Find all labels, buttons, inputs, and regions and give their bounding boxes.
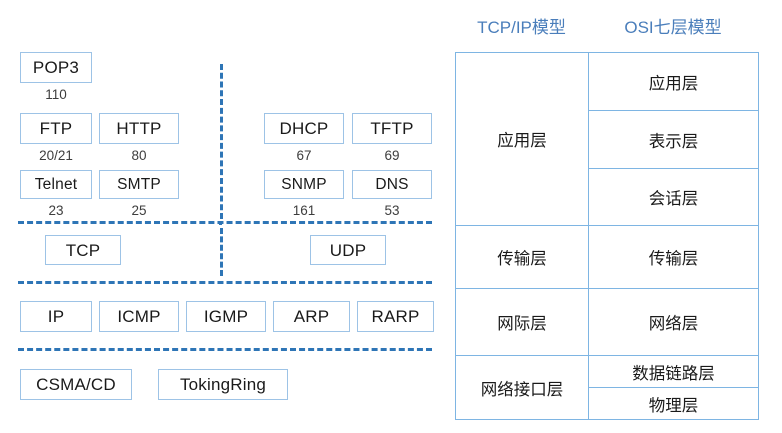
protocol-box-dns: DNS <box>352 170 432 199</box>
model-comparison-table: 应用层 应用层 表示层 会话层 传输层 传输层 网际层 网络层 网络接口层 数据… <box>455 52 759 420</box>
protocol-port-dhcp: 67 <box>296 148 312 163</box>
vertical-divider-lower <box>220 228 223 276</box>
protocol-port-smtp: 25 <box>131 203 147 218</box>
protocol-box-telnet: Telnet <box>20 170 92 199</box>
cell-osi-application: 应用层 <box>588 52 759 111</box>
divider-transport-internet <box>18 281 432 284</box>
cell-tcpip-transport: 传输层 <box>455 225 589 289</box>
protocol-box-arp: ARP <box>273 301 350 332</box>
protocol-box-snmp: SNMP <box>264 170 344 199</box>
table-row: 物理层 <box>456 387 759 420</box>
cell-osi-presentation: 表示层 <box>588 110 759 169</box>
table-row: 会话层 <box>456 168 759 226</box>
cell-osi-physical: 物理层 <box>588 387 759 420</box>
cell-tcpip-internet: 网际层 <box>455 288 589 356</box>
protocol-port-snmp: 161 <box>292 203 316 218</box>
protocol-box-icmp: ICMP <box>99 301 179 332</box>
table-row: 表示层 <box>456 110 759 169</box>
protocol-box-http: HTTP <box>99 113 179 144</box>
table-row: 应用层 应用层 <box>455 52 759 226</box>
protocol-port-tftp: 69 <box>384 148 400 163</box>
protocol-port-telnet: 23 <box>48 203 64 218</box>
protocol-port-ftp: 20/21 <box>39 148 73 163</box>
protocol-box-smtp: SMTP <box>99 170 179 199</box>
header-tcpip-model: TCP/IP模型 <box>477 18 566 37</box>
cell-osi-transport: 传输层 <box>588 225 759 289</box>
header-osi-model: OSI七层模型 <box>624 18 722 37</box>
divider-application-transport <box>18 221 432 224</box>
vertical-divider-upper <box>220 64 223 219</box>
protocol-port-dns: 53 <box>384 203 400 218</box>
cell-tcpip-network-interface: 网络接口层 <box>455 355 589 420</box>
protocol-port-http: 80 <box>131 148 147 163</box>
protocol-box-tokingring: TokingRing <box>158 369 288 400</box>
table-row: 传输层 传输层 <box>455 225 759 289</box>
cell-osi-network: 网络层 <box>588 288 759 356</box>
protocol-box-tftp: TFTP <box>352 113 432 144</box>
protocol-box-ip: IP <box>20 301 92 332</box>
protocol-box-udp: UDP <box>310 235 386 265</box>
protocol-box-dhcp: DHCP <box>264 113 344 144</box>
table-row: 网际层 网络层 <box>455 288 759 356</box>
cell-osi-session: 会话层 <box>588 168 759 226</box>
protocol-box-pop3: POP3 <box>20 52 92 83</box>
protocol-port-pop3: 110 <box>45 87 67 102</box>
table-row: 网络接口层 数据链路层 <box>455 355 759 420</box>
protocol-box-igmp: IGMP <box>186 301 266 332</box>
protocol-box-tcp: TCP <box>45 235 121 265</box>
divider-internet-link <box>18 348 432 351</box>
cell-osi-data-link: 数据链路层 <box>588 355 759 388</box>
cell-tcpip-application: 应用层 <box>455 52 589 226</box>
protocol-box-rarp: RARP <box>357 301 434 332</box>
protocol-box-ftp: FTP <box>20 113 92 144</box>
protocol-box-csma-cd: CSMA/CD <box>20 369 132 400</box>
